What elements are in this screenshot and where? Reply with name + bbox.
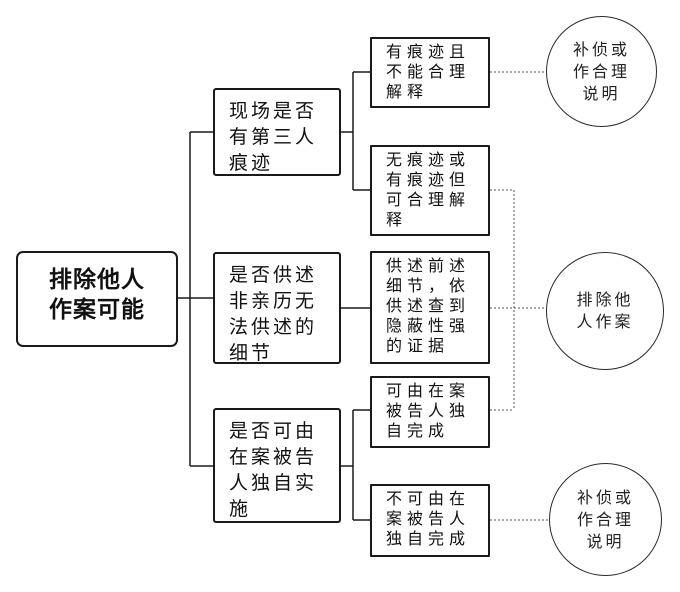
finding-label: 有痕迹且 不能合理 解释 xyxy=(386,42,471,101)
outcome-supplement-1: 补侦或 作合理 说明 xyxy=(546,16,657,127)
outcome-exclude-others: 排除他 人作案 xyxy=(546,252,664,370)
outcome-label: 排除他 人作案 xyxy=(576,290,634,331)
outcome-supplement-2: 补侦或 作合理 说明 xyxy=(549,463,662,576)
finding-label: 无痕迹或 有痕迹但 可合理解 释 xyxy=(386,150,471,229)
finding-label: 可由在案 被告人独 自完成 xyxy=(386,381,471,440)
outcome-label: 补侦或 作合理 说明 xyxy=(572,40,630,103)
question-label: 现场是否 有第三人 痕迹 xyxy=(229,100,318,174)
outcome-label: 补侦或 作合理 说明 xyxy=(576,488,634,551)
question-unexperienced-details: 是否供述 非亲历无 法供述的 细节 xyxy=(213,252,341,364)
finding-label: 不可由在 案被告人 独自完成 xyxy=(386,489,471,548)
finding-traces-unexplained: 有痕迹且 不能合理 解释 xyxy=(370,37,490,108)
finding-single-possible: 可由在案 被告人独 自完成 xyxy=(370,376,490,448)
question-label: 是否可由 在案被告 人独自实 施 xyxy=(229,420,318,520)
finding-hidden-evidence: 供述前述 细节，依 供述查到 隐蔽性强 的证据 xyxy=(370,251,490,364)
root-node: 排除他人 作案可能 xyxy=(16,251,178,347)
question-label: 是否供述 非亲历无 法供述的 细节 xyxy=(229,264,318,364)
finding-label: 供述前述 细节，依 供述查到 隐蔽性强 的证据 xyxy=(386,256,471,355)
finding-traces-explained: 无痕迹或 有痕迹但 可合理解 释 xyxy=(370,145,490,236)
root-label: 排除他人 作案可能 xyxy=(49,267,145,323)
finding-single-impossible: 不可由在 案被告人 独自完成 xyxy=(370,484,490,557)
question-third-party-traces: 现场是否 有第三人 痕迹 xyxy=(213,88,341,176)
question-single-defendant: 是否可由 在案被告 人独自实 施 xyxy=(213,408,341,523)
